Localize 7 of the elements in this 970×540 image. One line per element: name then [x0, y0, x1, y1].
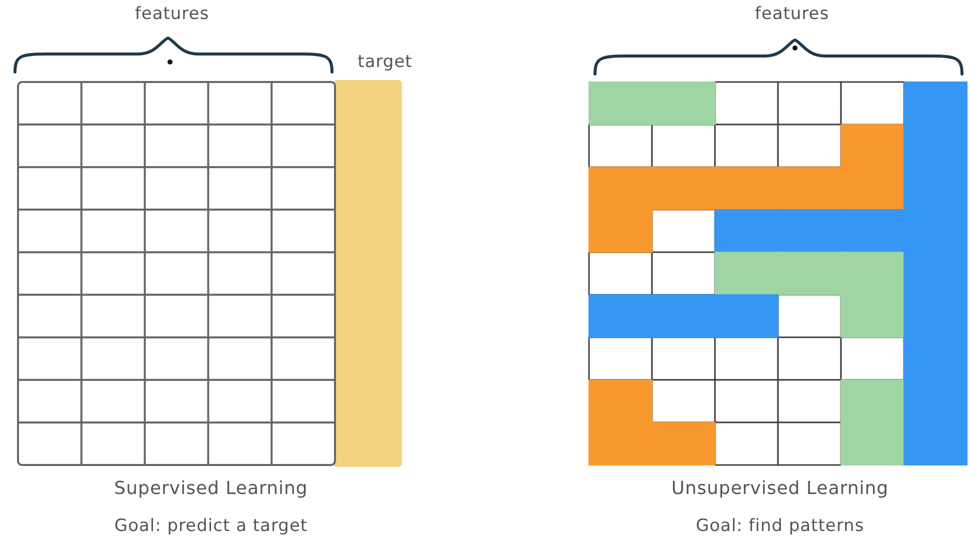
- goal-text: Goal: find patterns: [696, 516, 864, 536]
- goal-text: Goal: predict a target: [114, 516, 308, 536]
- panel-title: Unsupervised Learning: [671, 478, 889, 499]
- header-label: target: [358, 52, 412, 72]
- header-label: features: [134, 4, 210, 24]
- panel-title: Supervised Learning: [114, 478, 308, 499]
- header-label: features: [754, 4, 830, 24]
